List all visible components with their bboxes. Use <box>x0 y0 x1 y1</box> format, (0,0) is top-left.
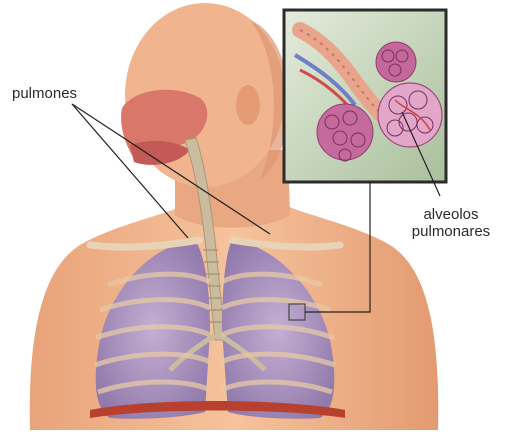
alveolar-sac-left <box>317 104 373 160</box>
lungs-label: pulmones <box>12 85 77 102</box>
alveolar-sac-right <box>378 83 442 147</box>
alveoli-label-line2: pulmonares <box>396 223 506 240</box>
alveoli-label: alveolos pulmonares <box>396 206 506 240</box>
ear <box>236 85 260 125</box>
alveoli-label-line1: alveolos <box>396 206 506 223</box>
